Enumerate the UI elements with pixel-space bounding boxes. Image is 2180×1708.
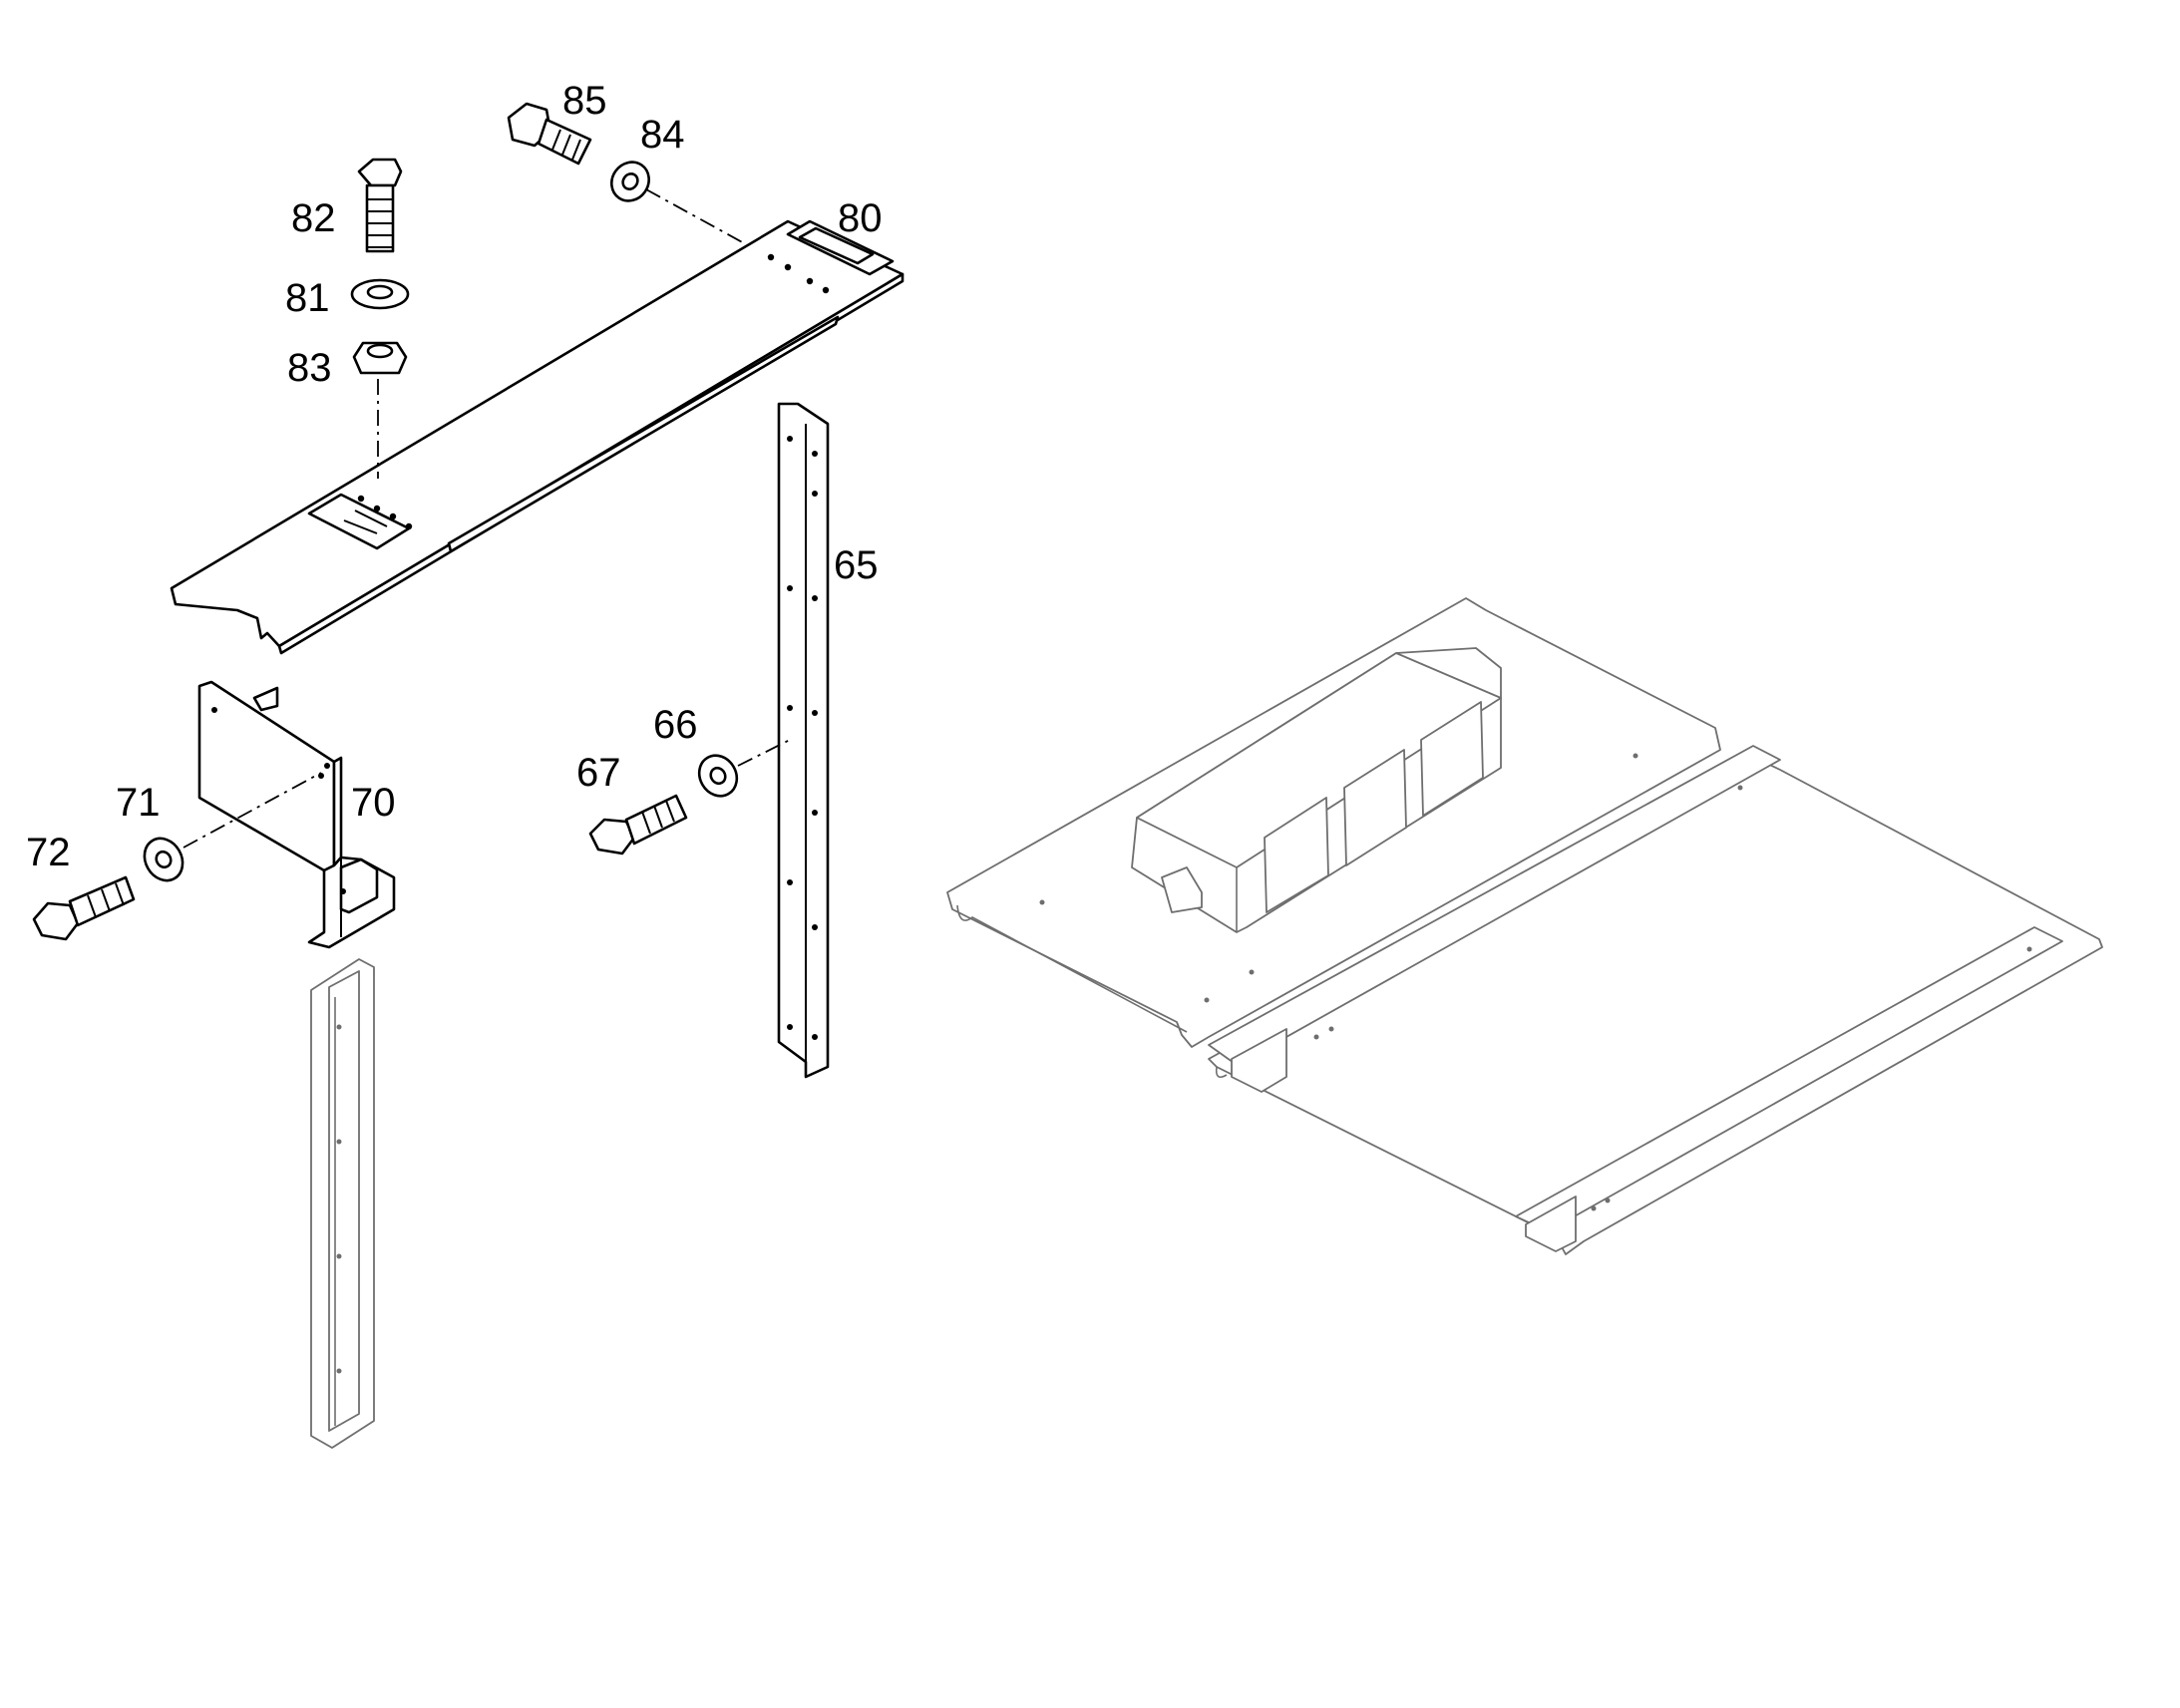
context-vertical-channel: [310, 958, 375, 1449]
callout-67: 67: [576, 751, 621, 795]
part-85-bolt: [507, 102, 592, 166]
leader-71-70: [182, 772, 322, 849]
part-81-washer: [350, 278, 410, 310]
leader-84-80: [645, 188, 747, 245]
part-84-washer: [610, 161, 650, 202]
callout-72: 72: [26, 831, 71, 874]
part-67-bolt: [588, 794, 688, 855]
part-65-angle-strip: [777, 402, 830, 1079]
part-70-bracket: [197, 680, 396, 949]
callout-65: 65: [834, 543, 879, 587]
callout-66: 66: [653, 703, 698, 747]
callout-84: 84: [640, 113, 685, 157]
part-80-mounting-plate: [170, 219, 905, 655]
part-71-washer: [143, 837, 184, 882]
callout-82: 82: [291, 196, 336, 240]
part-66-washer: [697, 754, 739, 798]
callout-85: 85: [562, 79, 607, 123]
leader-66-65: [737, 739, 791, 767]
callout-83: 83: [287, 346, 332, 390]
callout-70: 70: [351, 781, 396, 825]
part-72-bolt: [32, 875, 136, 941]
callout-71: 71: [116, 781, 161, 825]
callout-80: 80: [838, 196, 883, 240]
part-82-bolt: [357, 158, 403, 253]
context-floor-assembly: [946, 597, 2103, 1255]
part-83-nut: [352, 341, 408, 375]
callout-81: 81: [285, 276, 330, 320]
